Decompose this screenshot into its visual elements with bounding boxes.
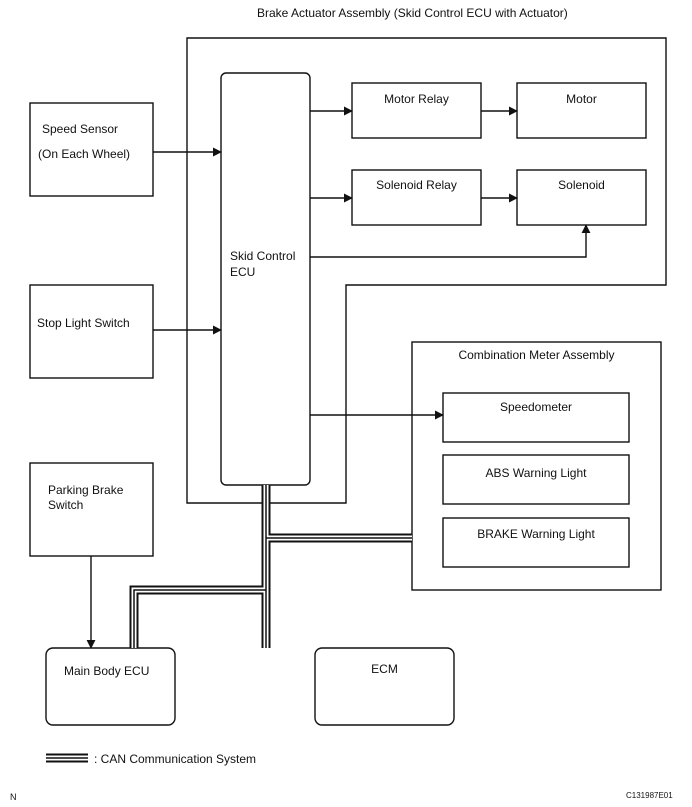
motor-label: Motor xyxy=(566,92,597,106)
ecm-box xyxy=(314,647,455,726)
motor-relay-label: Motor Relay xyxy=(384,92,449,106)
ecu-to-solenoid-arrow xyxy=(310,224,591,258)
main-body-ecu-box xyxy=(45,647,176,726)
brake-actuator-assembly-outline xyxy=(186,37,667,504)
parking-brake-switch-label-1: Parking Brake xyxy=(48,483,124,497)
speed-sensor-box xyxy=(29,102,154,197)
skid-control-ecu-label-1: Skid Control xyxy=(230,249,296,263)
combination-meter-title: Combination Meter Assembly xyxy=(458,348,615,362)
brake-warning-light-label: BRAKE Warning Light xyxy=(477,527,595,541)
brake-warning-light-box xyxy=(442,517,630,568)
combination-meter-box xyxy=(411,341,662,591)
corner-letter: N xyxy=(10,792,17,802)
can-bus xyxy=(129,485,412,648)
parking-brake-switch-label-2: Switch xyxy=(48,498,84,512)
figure-code: C131987E01 xyxy=(626,791,673,800)
stop-light-switch-label: Stop Light Switch xyxy=(37,316,130,330)
main-body-ecu-label: Main Body ECU xyxy=(64,664,150,678)
skid-control-ecu-label-2: ECU xyxy=(230,265,256,279)
speedometer-label: Speedometer xyxy=(499,400,573,414)
abs-warning-light-label: ABS Warning Light xyxy=(485,466,587,480)
solenoid-relay-label: Solenoid Relay xyxy=(376,178,457,192)
ecm-label: ECM xyxy=(371,662,398,676)
assembly-title: Brake Actuator Assembly (Skid Control EC… xyxy=(257,6,568,20)
speed-sensor-sublabel: (On Each Wheel) xyxy=(38,147,131,161)
abs-warning-light-box xyxy=(442,454,630,505)
speed-sensor-label: Speed Sensor xyxy=(42,122,119,136)
stop-light-switch-box xyxy=(29,284,154,379)
can-legend-label: : CAN Communication System xyxy=(94,752,257,766)
solenoid-label: Solenoid xyxy=(558,178,605,192)
